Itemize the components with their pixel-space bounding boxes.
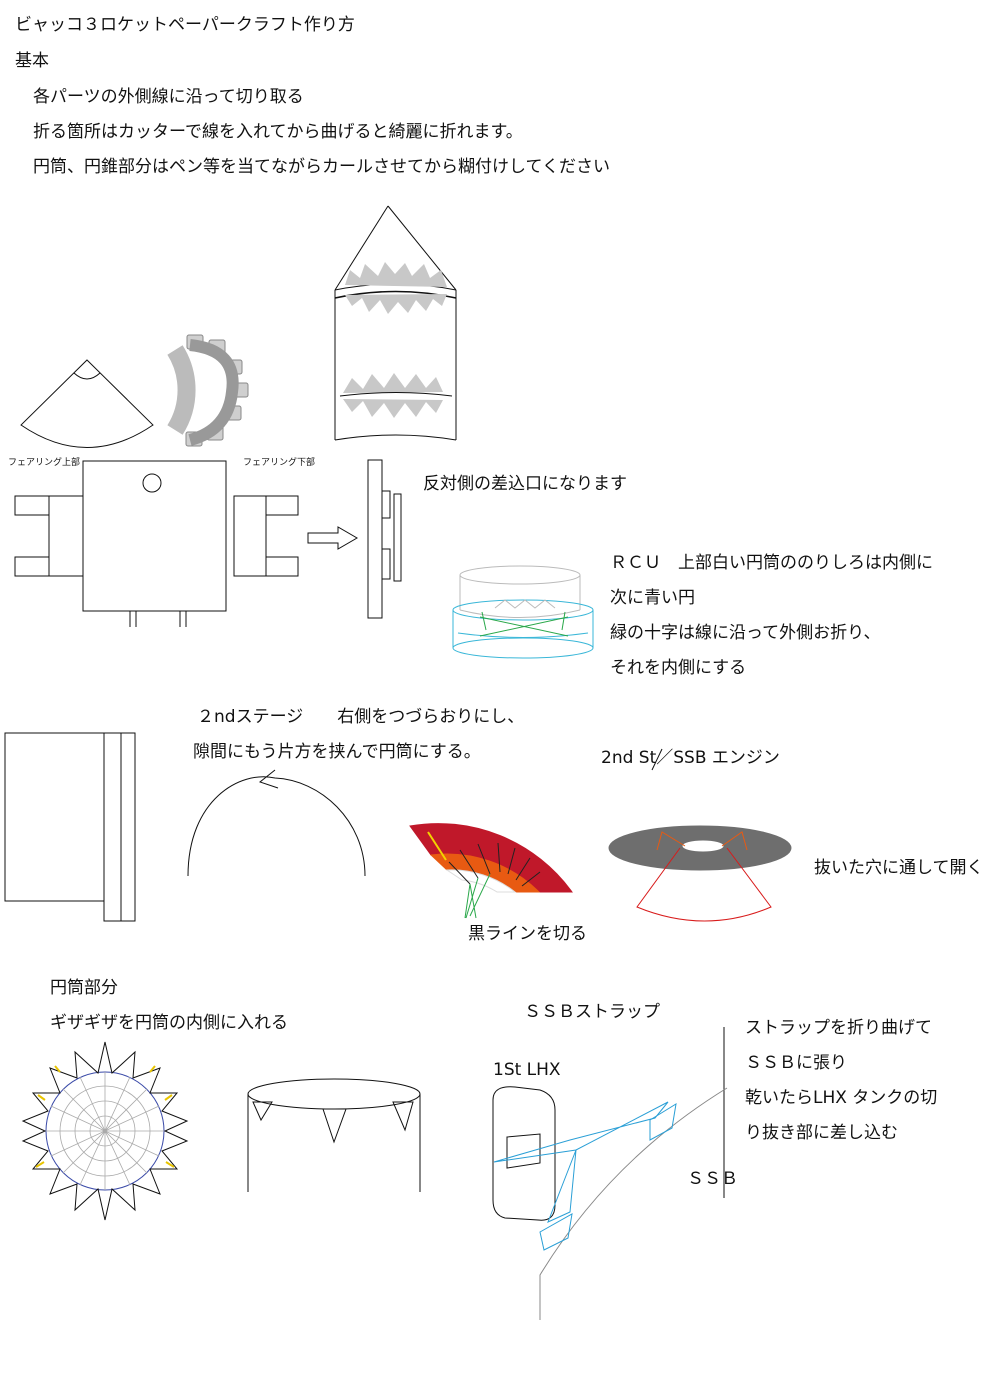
lhx-label: 1St LHX [493, 1060, 561, 1080]
right-arrow [307, 526, 358, 550]
second-stage-line-1: ２ndステージ 右側をつづらおりにし、 [197, 707, 525, 727]
strap-line-3: 乾いたらLHX タンクの切 [745, 1088, 938, 1108]
strap-line-1: ストラップを折り曲げて [745, 1018, 932, 1038]
cylinder-with-teeth [247, 1078, 421, 1192]
cylinder-line-2: ギザギザを円筒の内側に入れる [50, 1013, 288, 1033]
fairing-upper-part [20, 359, 154, 448]
basics-line-2: 折る箇所はカッターで線を入れてから曲げると綺麗に折れます。 [33, 122, 523, 142]
basics-line-3: 円筒、円錐部分はペン等を当てながらカールさせてから糊付けしてください [33, 157, 610, 177]
strap-line-2: ＳＳＢに張り [745, 1053, 847, 1073]
second-stage-panel [4, 732, 136, 922]
nose-cone-part [334, 205, 457, 441]
rcu-diagram [452, 565, 594, 659]
curl-arrow [187, 769, 366, 877]
label-slash [651, 748, 663, 771]
ssb-label: ＳＳＢ [687, 1169, 738, 1189]
rcu-line-1: ＲＣＵ 上部白い円筒ののりしろは内側に [610, 553, 933, 573]
fairing-main-body [14, 460, 299, 627]
fairing-upper-label: フェアリング上部 [8, 458, 81, 468]
second-stage-line-2: 隙間にもう片方を挟んで円筒にする。 [193, 742, 481, 762]
slot-note: 反対側の差込口になります [423, 474, 627, 494]
strap-label: ＳＳＢストラップ [524, 1002, 660, 1022]
rcu-line-4: それを内側にする [610, 658, 747, 678]
fairing-gear-ring [167, 334, 249, 447]
fairing-lower-label: フェアリング下部 [243, 458, 316, 468]
rcu-line-2: 次に青い円 [610, 588, 695, 608]
slot-side-view [367, 459, 402, 619]
ssb-body-lines [539, 1027, 728, 1320]
ssb-engine-label: 2nd St／SSB エンジン [601, 748, 780, 768]
cut-note: 黒ラインを切る [468, 924, 587, 944]
ssb-engine-note: 抜いた穴に通して開く [814, 858, 984, 878]
ssb-strap [493, 1101, 677, 1251]
basics-line-1: 各パーツの外側線に沿って切り取る [33, 87, 304, 107]
basics-heading: 基本 [15, 51, 49, 71]
rcu-line-3: 緑の十字は線に沿って外側お折り、 [610, 623, 881, 643]
strap-line-4: り抜き部に差し込む [745, 1123, 898, 1143]
cylinder-gear-disc [21, 1041, 189, 1221]
ssb-engine-disc [608, 825, 792, 922]
cylinder-line-1: 円筒部分 [50, 978, 118, 998]
second-stage-engine-fan [409, 823, 573, 919]
page-title: ビャッコ３ロケットペーパークラフト作り方 [15, 15, 355, 35]
